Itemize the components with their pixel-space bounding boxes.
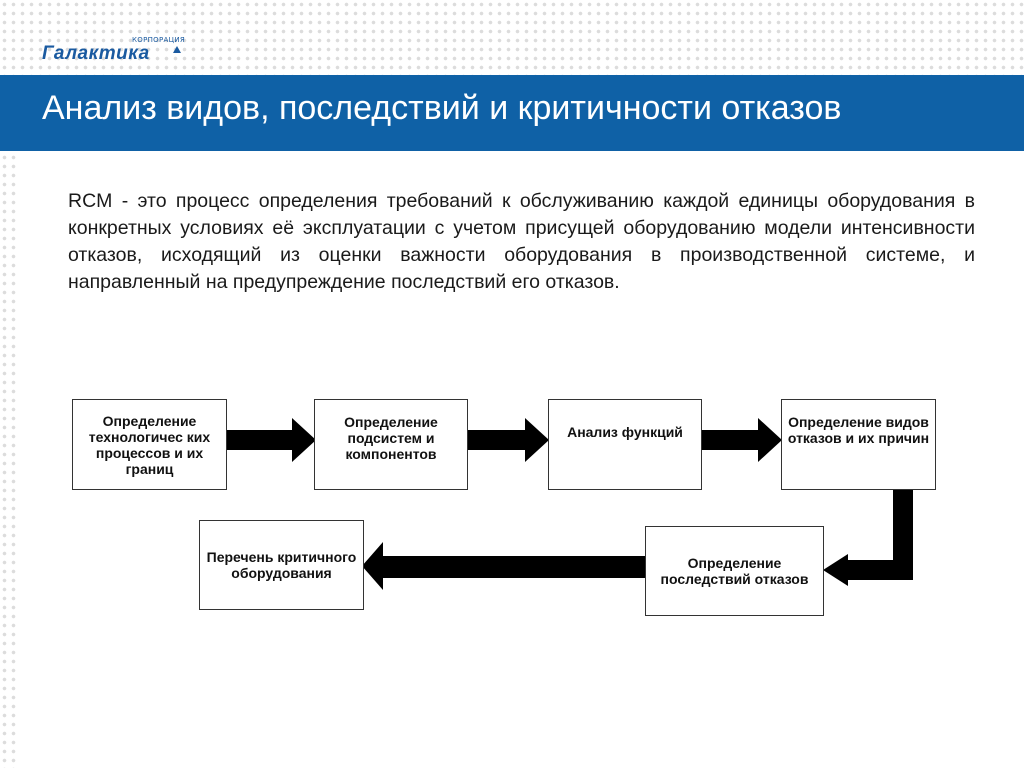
step-6-label: Перечень критичного оборудования xyxy=(206,549,357,581)
arrow-step1-to-step2 xyxy=(226,418,316,462)
rcm-description: RCM - это процесс определения требований… xyxy=(68,190,975,293)
arrow-step5-to-step6 xyxy=(362,542,646,590)
arrow-step2-to-step3 xyxy=(467,418,549,462)
step-5-label: Определение последствий отказов xyxy=(660,555,809,587)
step-2-box: Определение подсистем и компонентов xyxy=(314,399,468,490)
title-bar: Анализ видов, последствий и критичности … xyxy=(0,75,1024,151)
step-4-box: Определение видов отказов и их причин xyxy=(781,399,936,490)
company-logo: КОРПОРАЦИЯ Галактика xyxy=(42,36,202,72)
logo-triangle-icon xyxy=(173,46,181,53)
step-1-label: Определение технологичес ких процессов и… xyxy=(88,412,211,477)
arrow-step3-to-step4 xyxy=(701,418,782,462)
step-6-box: Перечень критичного оборудования xyxy=(199,520,364,610)
step-5-box: Определение последствий отказов xyxy=(645,526,824,616)
slide-title: Анализ видов, последствий и критичности … xyxy=(42,89,842,127)
step-4-label: Определение видов отказов и их причин xyxy=(787,414,930,446)
step-2-label: Определение подсистем и компонентов xyxy=(344,414,438,462)
step-3-label: Анализ функций xyxy=(567,424,683,440)
logo-corp-label: КОРПОРАЦИЯ xyxy=(132,36,186,44)
step-3-box: Анализ функций xyxy=(548,399,702,490)
logo-name: Галактика xyxy=(42,43,150,64)
arrow-step4-to-step5 xyxy=(823,488,913,586)
step-1-box: Определение технологичес ких процессов и… xyxy=(72,399,227,490)
